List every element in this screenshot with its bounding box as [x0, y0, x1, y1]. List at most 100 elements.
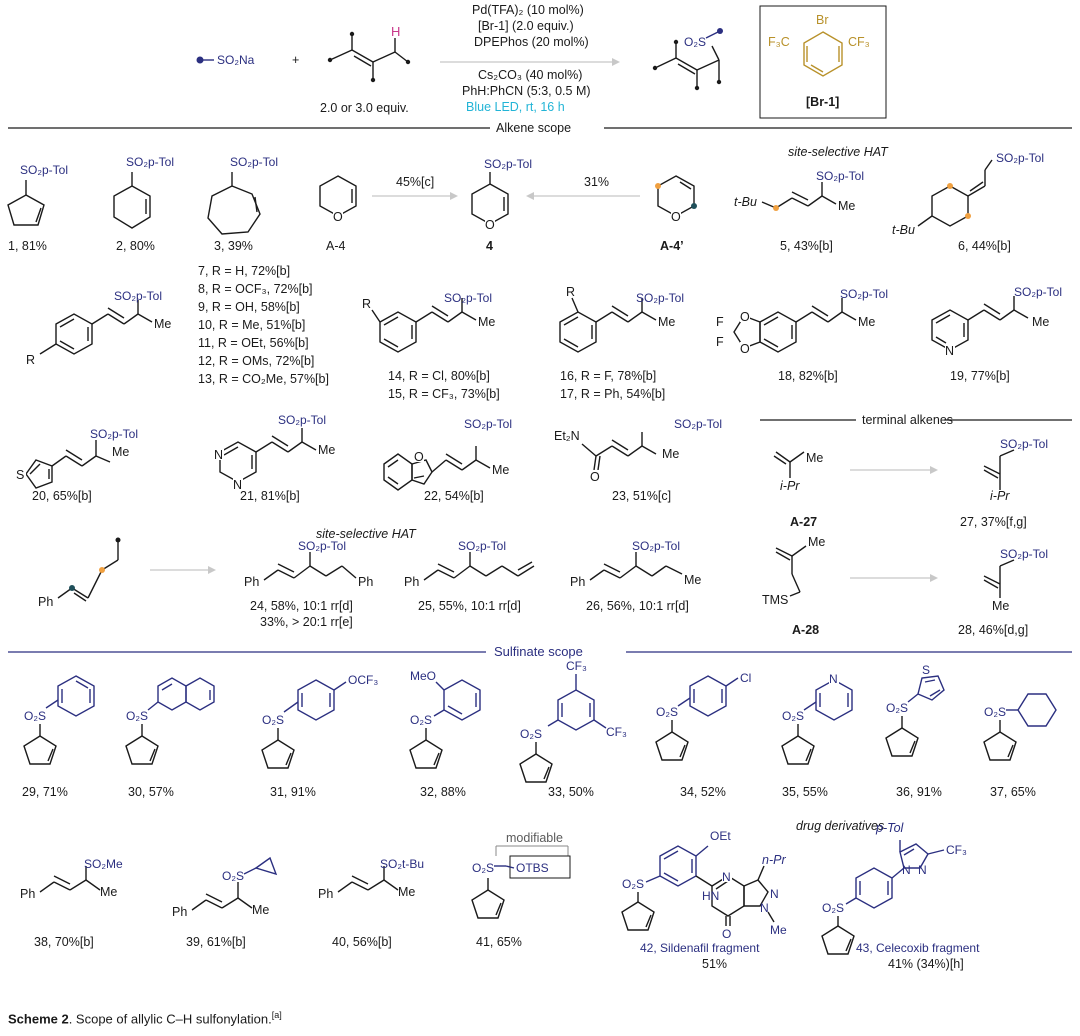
modifiable-label: modifiable [506, 831, 563, 845]
reaction-header: SO₂Na + H 2.0 or 3.0 equiv. Pd(TFA)₂ (10… [196, 3, 887, 119]
svg-text:Me: Me [662, 447, 679, 461]
svg-text:F: F [716, 335, 724, 349]
compound-36: O₂S S [885, 663, 945, 757]
svg-text:SO₂p-Tol: SO₂p-Tol [458, 539, 506, 553]
svg-text:S: S [16, 468, 24, 482]
svg-text:F: F [716, 315, 724, 329]
svg-text:N: N [722, 870, 731, 884]
section-terminal-alkenes: terminal alkenes [862, 413, 953, 427]
svg-text:O₂S: O₂S [822, 901, 844, 915]
svg-text:SO₂p-Tol: SO₂p-Tol [444, 291, 492, 305]
svg-text:Ph: Ph [38, 595, 53, 609]
label-c8: 8, R = OCF₃, 72%[b] [198, 282, 313, 296]
svg-text:Ph: Ph [20, 887, 35, 901]
svg-text:Ph: Ph [244, 575, 259, 589]
plus-sign: + [292, 53, 299, 67]
compound-38: Ph SO₂Me Me [20, 857, 123, 901]
svg-text:R: R [362, 297, 371, 311]
label-c23: 23, 51%[c] [612, 489, 671, 503]
svg-text:Me: Me [808, 535, 825, 549]
label-c4: 4 [486, 239, 493, 253]
compound-14-15: R SO₂p-Tol Me [362, 291, 495, 353]
compound-7-13: R SO₂p-Tol Me [26, 289, 171, 367]
alkene-equiv: 2.0 or 3.0 equiv. [320, 101, 409, 115]
label-c22: 22, 54%[b] [424, 489, 484, 503]
label-c33: 33, 50% [548, 785, 594, 799]
alkene-substrate: H [327, 24, 411, 83]
svg-text:SO₂t-Bu: SO₂t-Bu [380, 857, 424, 871]
compound-35: O₂S N [781, 672, 853, 765]
svg-text:SO₂p-Tol: SO₂p-Tol [996, 151, 1044, 165]
label-cA4p: A-4’ [660, 239, 684, 253]
svg-text:SO₂Me: SO₂Me [84, 857, 123, 871]
svg-text:Et₂N: Et₂N [554, 429, 580, 443]
svg-text:O₂S: O₂S [262, 713, 284, 727]
svg-text:Me: Me [252, 903, 269, 917]
svg-text:Me: Me [1032, 315, 1049, 329]
section-sulfinate-scope: Sulfinate scope [494, 644, 583, 659]
svg-text:Cl: Cl [740, 671, 751, 685]
label-c19: 19, 77%[b] [950, 369, 1010, 383]
drug-derivatives-label: drug derivatives [796, 819, 884, 833]
svg-text:Me: Me [770, 923, 787, 937]
compound-19: N SO₂p-Tol Me [931, 285, 1062, 358]
cond-line4: Cs₂CO₃ (40 mol%) [478, 68, 582, 82]
svg-text:O₂S: O₂S [886, 701, 908, 715]
label-c24a: 24, 58%, 10:1 rr[d] [250, 599, 353, 613]
compound-6: SO₂p-Tol t-Bu [892, 151, 1044, 237]
svg-text:SO₂p-Tol: SO₂p-Tol [464, 417, 512, 431]
compound-A27: Me i-Pr [773, 451, 823, 493]
compound-42: OEt O₂S N HN O n-Pr N N Me [621, 829, 787, 941]
svg-text:SO₂p-Tol: SO₂p-Tol [636, 291, 684, 305]
svg-text:R: R [566, 285, 575, 299]
svg-text:O₂S: O₂S [622, 877, 644, 891]
label-c37: 37, 65% [990, 785, 1036, 799]
svg-text:O: O [485, 218, 495, 232]
svg-text:O: O [333, 210, 343, 224]
svg-text:S: S [922, 663, 930, 677]
label-c38: 38, 70%[b] [34, 935, 94, 949]
compound-A4: O [319, 175, 357, 224]
svg-text:i-Pr: i-Pr [990, 489, 1010, 503]
label-c41: 41, 65% [476, 935, 522, 949]
label-c29: 29, 71% [22, 785, 68, 799]
svg-text:SO₂p-Tol: SO₂p-Tol [1014, 285, 1062, 299]
svg-text:O₂S: O₂S [24, 709, 46, 723]
label-c42a: 42, Sildenafil fragment [640, 941, 760, 955]
svg-text:O₂S: O₂S [222, 869, 244, 883]
svg-text:OEt: OEt [710, 829, 731, 843]
label-c40: 40, 56%[b] [332, 935, 392, 949]
svg-text:SO₂p-Tol: SO₂p-Tol [674, 417, 722, 431]
compound-33: CF₃ CF₃ O₂S [519, 659, 627, 783]
svg-text:Br: Br [816, 13, 829, 27]
arrow-A4p-yield: 31% [584, 175, 609, 189]
label-cA4: A-4 [326, 239, 346, 253]
label-c36: 36, 91% [896, 785, 942, 799]
svg-text:SO₂p-Tol: SO₂p-Tol [840, 287, 888, 301]
compound-A4p: O [655, 175, 697, 224]
label-c16: 16, R = F, 78%[b] [560, 369, 656, 383]
compound-1: SO₂p-Tol [7, 163, 68, 226]
svg-text:O₂S: O₂S [410, 713, 432, 727]
svg-text:Me: Me [154, 317, 171, 331]
label-c43b: 41% (34%)[h] [888, 957, 964, 971]
compound-2: SO₂p-Tol [113, 155, 174, 229]
svg-text:O: O [414, 450, 424, 464]
svg-text:R: R [26, 353, 35, 367]
svg-text:SO₂p-Tol: SO₂p-Tol [484, 157, 532, 171]
compound-39: Ph O₂S Me [172, 856, 278, 919]
compound-24: Ph SO₂p-Tol Ph [244, 539, 373, 589]
compound-20: S SO₂p-Tol Me [16, 427, 138, 489]
svg-text:O: O [740, 310, 750, 324]
svg-text:i-Pr: i-Pr [780, 479, 800, 493]
compound-25: Ph SO₂p-Tol [404, 539, 535, 589]
svg-text:N: N [918, 863, 927, 877]
label-c17: 17, R = Ph, 54%[b] [560, 387, 665, 401]
svg-text:Me: Me [478, 315, 495, 329]
label-c14: 14, R = Cl, 80%[b] [388, 369, 490, 383]
svg-text:SO₂p-Tol: SO₂p-Tol [114, 289, 162, 303]
site-selective-label-1: site-selective HAT [788, 145, 889, 159]
cond-line5: PhH:PhCN (5:3, 0.5 M) [462, 84, 591, 98]
cond-line6: Blue LED, rt, 16 h [466, 100, 565, 114]
label-c6: 6, 44%[b] [958, 239, 1011, 253]
